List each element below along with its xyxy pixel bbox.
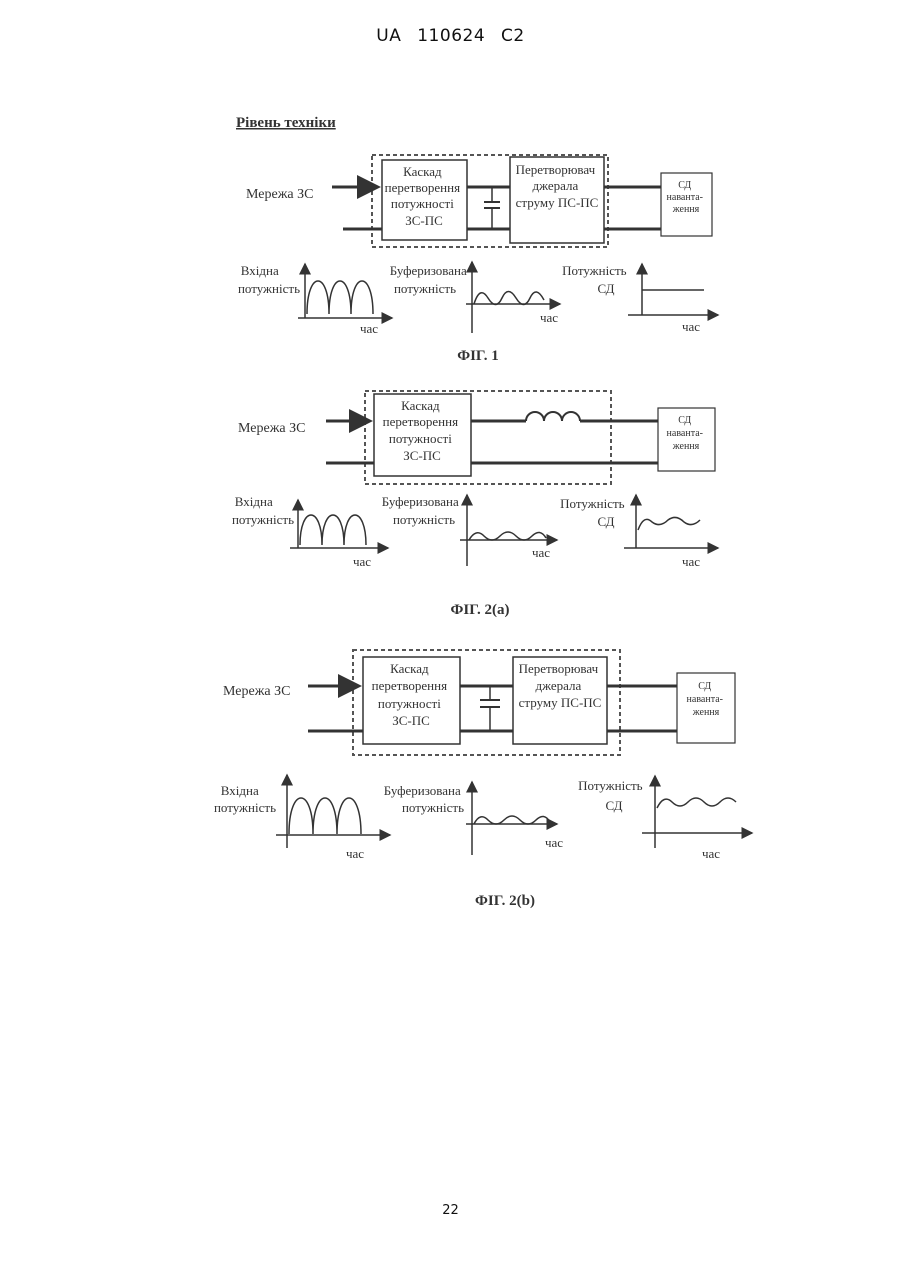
fig2a-graph-input-time: час [353,554,371,569]
fig2a-graph-led-time: час [682,554,700,569]
fig2a-graph-input-label: Вхідна потужність [232,494,294,527]
fig2a-block-diagram: Мережа ЗС Каскад перетворення потужності… [238,391,715,484]
fig2b-caption: ФІГ. 2(b) [475,893,535,909]
fig2b-graph-buffered-curve [474,816,550,824]
fig2a-graphs: Вхідна потужність час Буферизована потуж… [232,494,718,569]
fig2b-graph-input-time: час [346,846,364,861]
fig2b-graph-buffered-time: час [545,835,563,850]
fig1-graph-buffered-label: Буферизована потужність [390,263,470,296]
fig1-block-diagram: Мережа ЗС Каскад перетворення потужності… [246,155,712,247]
section-title: Рівень техніки [236,115,336,131]
fig2a-caption: ФІГ. 2(а) [450,602,509,618]
fig1-graph-input-curve [307,281,373,314]
fig2a-inductor-icon [526,412,580,421]
fig2a-graph-buffered-time: час [532,545,550,560]
fig2a-input-label: Мережа ЗС [238,421,305,436]
fig2b-graph-led-time: час [702,846,720,861]
fig2a-graph-input-curve [300,515,366,545]
fig2b-graph-led-curve [657,798,736,808]
fig2b-graphs: Вхідна потужність час Буферизована потуж… [214,775,752,861]
fig2b-graph-buffered-label: Буферизована потужність [384,783,464,815]
fig2b-input-label: Мережа ЗС [223,684,290,699]
fig1-graph-buffered-time: час [540,310,558,325]
fig2a-graph-buffered-label: Буферизована потужність [382,494,462,527]
fig2b-graph-led-label: Потужність СД [578,778,646,813]
fig1-graph-buffered-curve [474,292,544,305]
fig1-caption: ФІГ. 1 [457,348,499,364]
page-number: 22 [0,1203,901,1218]
fig1-input-label: Мережа ЗС [246,187,313,202]
fig2b-capacitor-icon [480,686,500,731]
fig2b-graph-input-curve [289,798,361,834]
fig2a-graph-buffered-curve [469,532,546,540]
fig1-graph-input-time: час [360,321,378,336]
fig2b-graph-input-label: Вхідна потужність [214,783,276,815]
fig1-capacitor-icon [484,187,500,229]
fig1-graphs: Вхідна потужність час Буферизована потуж… [238,262,718,336]
fig1-graph-led-time: час [682,319,700,334]
fig2a-graph-led-curve [638,517,700,530]
fig2a-graph-led-label: Потужність СД [560,496,628,529]
fig1-graph-input-label: Вхідна потужність [238,263,300,296]
fig1-graph-led-label: Потужність СД [562,263,630,296]
fig2b-block-diagram: Мережа ЗС Каскад перетворення потужності… [223,650,735,755]
